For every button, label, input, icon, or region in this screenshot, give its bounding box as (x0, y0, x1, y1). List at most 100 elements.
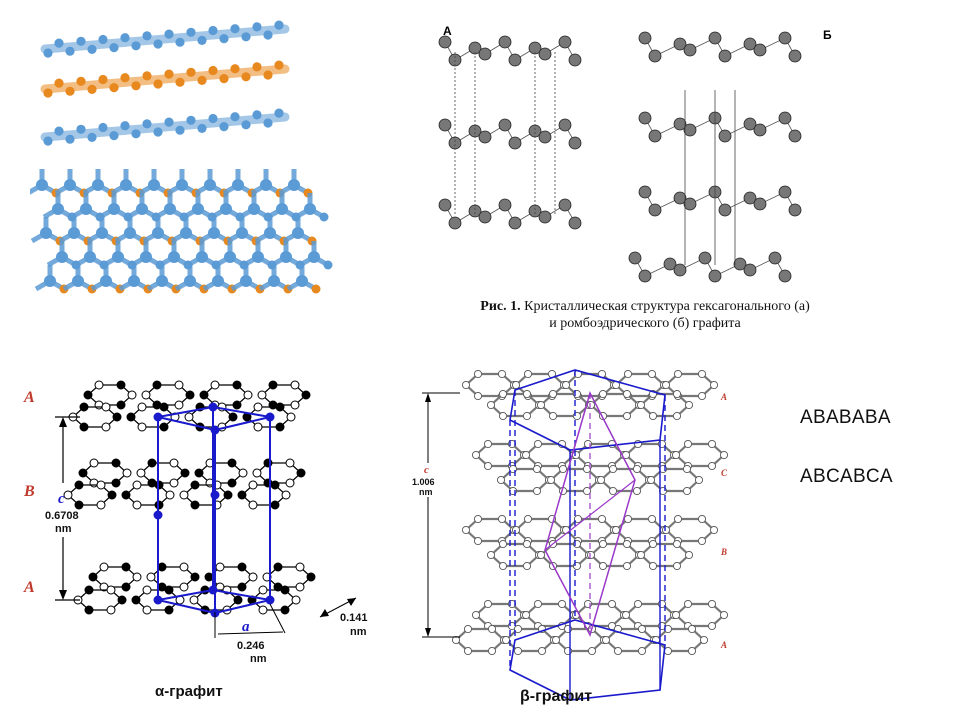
atom (190, 572, 200, 582)
atom (647, 369, 657, 379)
atom (673, 514, 683, 524)
atom (233, 595, 243, 605)
alpha-bond-value: 0.141 (340, 612, 368, 624)
atom (248, 500, 258, 510)
cell-atom (208, 402, 218, 412)
atom (557, 599, 567, 609)
atom (478, 130, 492, 144)
atom (637, 624, 647, 634)
atom (296, 275, 308, 287)
atom (708, 31, 722, 45)
alpha-c-arrowhead-down (59, 590, 67, 600)
atom (280, 585, 290, 595)
atom (98, 34, 108, 45)
atom (682, 486, 692, 496)
atom (648, 561, 658, 571)
atom (108, 203, 120, 215)
atom (637, 646, 647, 656)
atom (197, 123, 207, 133)
atom (248, 572, 258, 582)
atom (237, 490, 247, 500)
atom (128, 275, 140, 287)
atom (708, 269, 722, 283)
atom (672, 539, 682, 549)
atom (65, 134, 75, 144)
atom (63, 490, 73, 500)
atom (522, 561, 532, 571)
cell-atom (210, 425, 220, 435)
atom (87, 84, 97, 94)
atom (268, 380, 278, 390)
beta-c-symbol: c (424, 464, 429, 476)
atom (274, 108, 284, 118)
stacking-sequence-rhombohedral: ABCABCA (800, 466, 893, 487)
atom (156, 275, 168, 287)
atom (89, 458, 99, 468)
atom (483, 439, 493, 449)
atom (596, 475, 606, 485)
atom (486, 400, 496, 410)
atom (290, 400, 300, 410)
atom (281, 490, 291, 500)
atom (44, 275, 56, 287)
atom (96, 500, 106, 510)
atom (694, 475, 704, 485)
atom (621, 610, 631, 620)
atom (65, 46, 75, 56)
alpha-bond-arrowhead-2 (320, 609, 329, 617)
atom (136, 468, 146, 478)
ball-stick-structures (438, 31, 802, 283)
atom (223, 490, 233, 500)
atom (76, 76, 86, 86)
atom (141, 390, 151, 400)
hex-ring (649, 467, 701, 493)
atom (683, 123, 697, 137)
atom (532, 486, 542, 496)
atom (483, 461, 493, 471)
atom (561, 380, 571, 390)
atom (632, 486, 642, 496)
atom (546, 475, 556, 485)
atom (778, 269, 792, 283)
atom (753, 197, 767, 211)
atom (142, 31, 152, 41)
atom (718, 129, 732, 143)
atom (323, 260, 333, 270)
atom (673, 37, 687, 51)
atom (753, 123, 767, 137)
atom (142, 71, 152, 81)
atom (240, 275, 252, 287)
atom (291, 595, 301, 605)
atom (263, 118, 273, 128)
atom (511, 380, 521, 390)
atom (295, 582, 305, 592)
atom (165, 490, 175, 500)
atom (253, 402, 263, 412)
atom (607, 599, 617, 609)
atom (672, 411, 682, 421)
atom (106, 605, 116, 615)
atom (709, 525, 719, 535)
atom (638, 31, 652, 45)
atom (638, 185, 652, 199)
hex-ring (624, 442, 676, 468)
atom (152, 227, 164, 239)
atom (189, 595, 199, 605)
atom (241, 72, 251, 82)
atom (632, 464, 642, 474)
atom (582, 486, 592, 496)
atom (513, 646, 523, 656)
atom (65, 86, 75, 96)
atom (497, 369, 507, 379)
atom (699, 635, 709, 645)
atom (194, 468, 204, 478)
atom (743, 37, 757, 51)
atom (537, 646, 547, 656)
atom (536, 400, 546, 410)
atom (131, 41, 141, 51)
atom (638, 111, 652, 125)
atom (252, 251, 264, 263)
atom (523, 369, 533, 379)
hex-ring (67, 484, 113, 506)
atom (522, 411, 532, 421)
